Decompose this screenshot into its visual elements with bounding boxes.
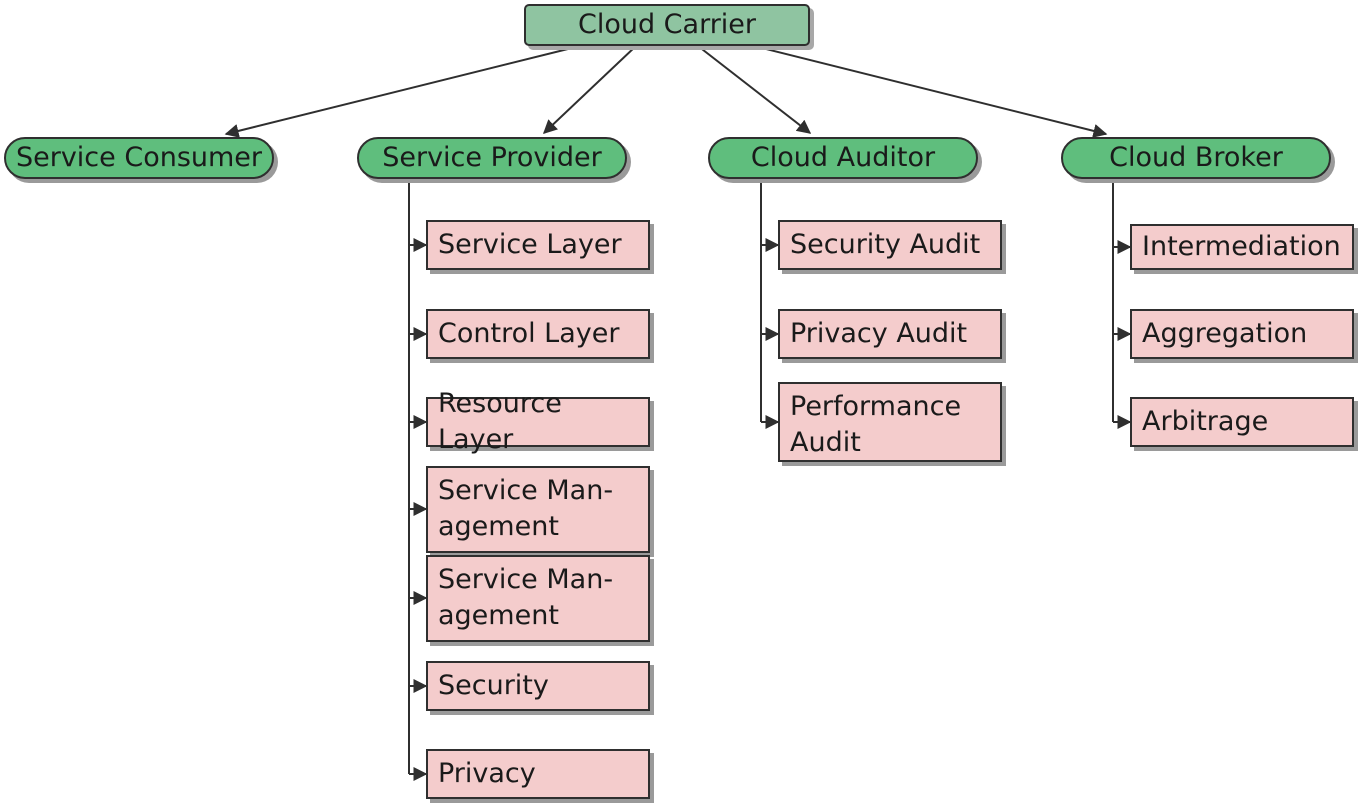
node-service-management-2: Service Man- agement [426,555,650,642]
node-security-audit: Security Audit [778,220,1002,270]
node-label: Performance Audit [790,391,962,458]
node-resource-layer: Resource Layer [426,388,650,455]
arrow-carrier-to-auditor [697,45,812,134]
node-label: Resource Layer [438,388,562,455]
node-label: Control Layer [438,318,620,350]
node-label: Service Provider [382,142,602,174]
node-label: Service Consumer [15,142,263,174]
node-label: Security [438,670,549,702]
node-label: Service Man- agement [438,475,614,542]
node-privacy-audit: Privacy Audit [778,309,1002,359]
node-service-layer: Service Layer [426,220,650,270]
node-security: Security [426,661,650,711]
node-service-consumer: Service Consumer [4,137,274,179]
node-cloud-broker: Cloud Broker [1061,137,1331,179]
node-label: Arbitrage [1142,406,1269,438]
node-label: Privacy Audit [790,318,968,350]
node-cloud-auditor: Cloud Auditor [708,137,978,179]
arrow-carrier-to-broker [753,45,1108,138]
node-performance-audit: Performance Audit [778,382,1002,462]
node-label: Security Audit [790,229,981,261]
node-label: Aggregation [1142,318,1308,350]
node-label: Cloud Carrier [577,9,757,41]
node-privacy: Privacy [426,749,650,799]
arrow-carrier-to-provider [542,45,637,134]
node-control-layer: Control Layer [426,309,650,359]
node-label: Privacy [438,758,536,790]
arrow-carrier-to-consumer [224,45,581,138]
node-label: Service Man- agement [438,564,614,631]
node-aggregation: Aggregation [1130,309,1354,359]
node-label: Cloud Auditor [750,142,936,174]
node-arbitrage: Arbitrage [1130,397,1354,447]
node-intermediation: Intermediation [1130,224,1354,270]
node-label: Service Layer [438,229,622,261]
node-label: Cloud Broker [1109,142,1283,174]
node-service-management-1: Service Man- agement [426,466,650,553]
node-label: Intermediation [1142,231,1341,263]
node-service-provider: Service Provider [357,137,627,179]
node-cloud-carrier: Cloud Carrier [524,4,810,46]
